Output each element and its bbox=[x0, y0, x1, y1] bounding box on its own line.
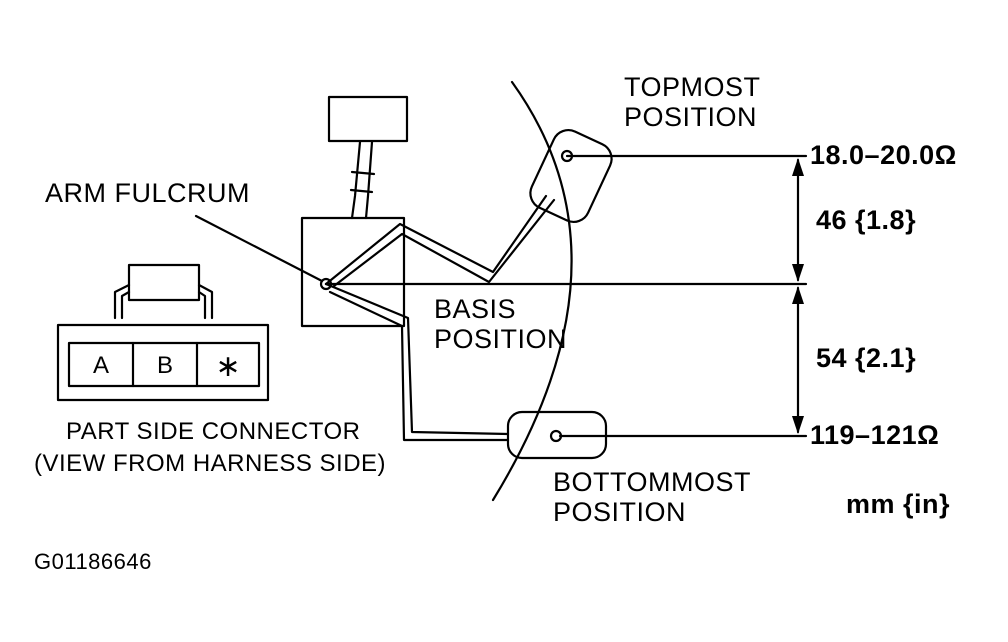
float-arm-top-edge bbox=[332, 198, 556, 288]
dimension-arrow bbox=[792, 416, 804, 434]
figure-code: G01186646 bbox=[34, 549, 152, 574]
arm-fulcrum-label: ARM FULCRUM bbox=[45, 178, 250, 208]
float-arm-top bbox=[324, 194, 548, 286]
bottommost-label-line1: BOTTOMMOST bbox=[553, 467, 751, 497]
harness-wire bbox=[364, 140, 374, 220]
dimension-arrow bbox=[792, 158, 804, 176]
connector-latch-arm-inner bbox=[197, 290, 207, 320]
connector-pin-a: A bbox=[93, 352, 109, 379]
connector-inner bbox=[67, 341, 261, 388]
connector-latch-arm-inner bbox=[120, 290, 131, 320]
connector-pin-star: ∗ bbox=[215, 350, 240, 383]
dimension-upper-label: 46 {1.8} bbox=[816, 205, 917, 235]
connector-pin-b: B bbox=[157, 352, 173, 379]
topmost-label-line2: POSITION bbox=[624, 102, 758, 132]
dimension-arrow bbox=[792, 264, 804, 282]
topmost-label: TOPMOST POSITION bbox=[624, 72, 761, 132]
harness-wire-sleeve bbox=[349, 170, 376, 194]
float-swing-arc bbox=[491, 80, 573, 502]
basis-label-line2: POSITION bbox=[434, 324, 568, 354]
basis-label: BASIS POSITION bbox=[434, 294, 567, 354]
connector-body bbox=[56, 323, 270, 402]
dimension-arrow bbox=[792, 286, 804, 304]
bottommost-label-line2: POSITION bbox=[553, 497, 687, 527]
connector-caption-line2: (VIEW FROM HARNESS SIDE) bbox=[34, 450, 387, 477]
units-label: mm {in} bbox=[846, 489, 951, 519]
connector-divider bbox=[131, 341, 199, 388]
float-topmost bbox=[529, 128, 613, 224]
float-arm-bottom bbox=[324, 282, 510, 436]
float-arm-bottom-edge bbox=[328, 290, 510, 442]
harness-wire bbox=[350, 140, 362, 220]
bottommost-label: BOTTOMMOST POSITION bbox=[553, 467, 751, 527]
basis-label-line1: BASIS bbox=[434, 294, 517, 324]
connector-latch-arm bbox=[197, 283, 214, 320]
topmost-label-line1: TOPMOST bbox=[624, 72, 761, 102]
connector-caption-line1: PART SIDE CONNECTOR bbox=[66, 418, 361, 445]
arm-fulcrum-leader bbox=[194, 214, 324, 283]
resistance-top-label: 18.0–20.0Ω bbox=[810, 140, 957, 170]
connector-latch-arm bbox=[113, 283, 131, 320]
harness-plug-box bbox=[327, 95, 409, 143]
dimension-lower-label: 54 {2.1} bbox=[816, 343, 917, 373]
resistance-bottom-label: 119–121Ω bbox=[810, 420, 940, 450]
connector-latch bbox=[127, 263, 201, 302]
